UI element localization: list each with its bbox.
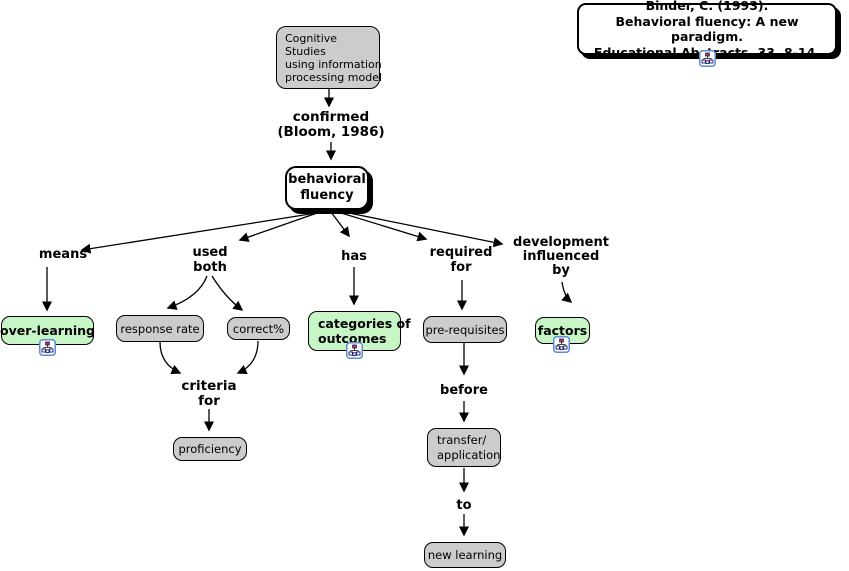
link-development-influenced-by[interactable]: development influenced by [513, 235, 609, 278]
concept-map-resource-icon[interactable] [699, 50, 716, 67]
citation-node[interactable]: Binder, C. (1993). Behavioral fluency: A… [577, 0, 837, 60]
edge-development-factors[interactable] [561, 281, 573, 303]
link-to[interactable]: to [456, 498, 472, 513]
link-has[interactable]: has [341, 249, 367, 264]
node-transfer-application[interactable]: transfer/ application [427, 428, 501, 467]
node-new-learning[interactable]: new learning [424, 542, 506, 568]
edge-fluency-development[interactable] [343, 211, 504, 248]
link-used-both[interactable]: used both [192, 245, 228, 275]
node-response-rate[interactable]: response rate [116, 315, 204, 342]
citation-line: Binder, C. (1993). [645, 0, 769, 13]
node-cognitive-studies[interactable]: Cognitive Studies using information proc… [276, 26, 382, 89]
node-categories-of-outcomes[interactable]: categories of outcomes [308, 311, 411, 351]
link-confirmed[interactable]: confirmed (Bloom, 1986) [277, 109, 385, 140]
edge-fluency-required-for[interactable] [337, 211, 428, 242]
link-required-for[interactable]: required for [429, 245, 493, 275]
edge-fluency-has[interactable] [330, 211, 350, 238]
edge-fluency-means[interactable] [80, 211, 324, 254]
node-behavioral-fluency[interactable]: behavioral fluency [285, 166, 369, 210]
link-criteria-for[interactable]: criteria for [181, 378, 237, 409]
citation-line: Behavioral fluency: A new paradigm. [615, 13, 799, 45]
node-proficiency[interactable]: proficiency [173, 437, 247, 461]
concept-map-resource-icon[interactable] [553, 336, 570, 353]
edge-usedboth-responserate[interactable] [166, 275, 208, 310]
node-correct-percent[interactable]: correct% [227, 317, 290, 340]
link-before[interactable]: before [440, 383, 488, 398]
link-means[interactable]: means [38, 247, 88, 262]
edge-correct-criteria[interactable] [236, 340, 259, 375]
edge-usedboth-correct[interactable] [211, 275, 244, 311]
concept-map-resource-icon[interactable] [39, 339, 56, 356]
node-pre-requisites[interactable]: pre-requisites [423, 316, 507, 343]
edge-responserate-criteria[interactable] [159, 341, 182, 375]
concept-map-resource-icon[interactable] [346, 342, 363, 359]
edge-fluency-used-both[interactable] [238, 211, 321, 242]
